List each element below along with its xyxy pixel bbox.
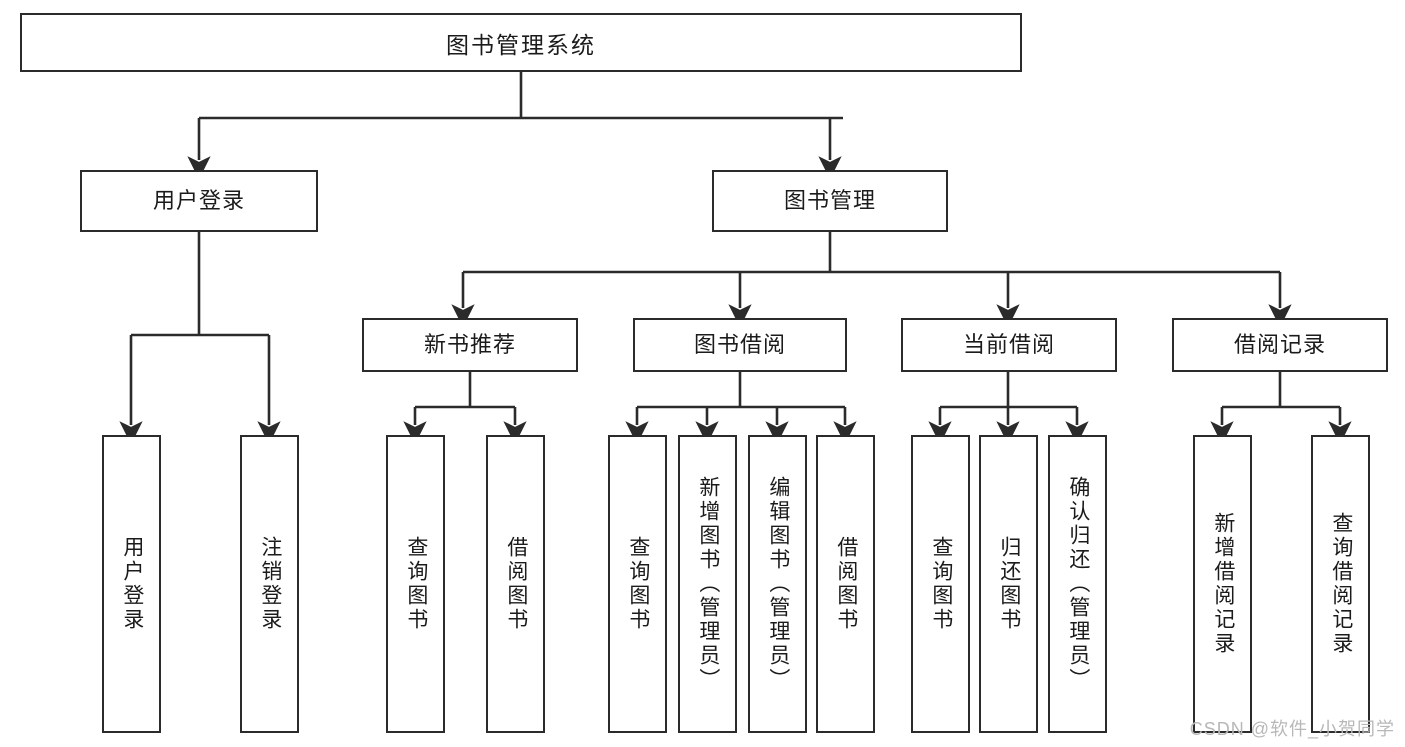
watermark-text: CSDN @软件_小贺同学 xyxy=(1189,719,1395,739)
node-label: 注销登录 xyxy=(258,536,282,632)
leaf-borrow-record-add-record[interactable]: 新增借阅记录 xyxy=(1193,435,1252,733)
node-label: 用户登录 xyxy=(120,536,144,632)
node-current-borrow[interactable]: 当前借阅 xyxy=(901,318,1117,372)
leaf-book-borrow-add-book-admin[interactable]: 新增图书（管理员） xyxy=(678,435,737,733)
node-label: 查询借阅记录 xyxy=(1329,512,1353,656)
leaf-book-borrow-edit-book-admin[interactable]: 编辑图书（管理员） xyxy=(748,435,807,733)
node-label: 查询图书 xyxy=(626,536,650,632)
leaf-borrow-record-query-record[interactable]: 查询借阅记录 xyxy=(1311,435,1370,733)
node-label: 新增图书（管理员） xyxy=(696,476,720,692)
node-label: 查询图书 xyxy=(404,536,428,632)
node-label: 当前借阅 xyxy=(962,331,1055,357)
leaf-new-book-borrow-book[interactable]: 借阅图书 xyxy=(486,435,545,733)
node-label: 新增借阅记录 xyxy=(1211,512,1235,656)
leaf-current-borrow-return-book[interactable]: 归还图书 xyxy=(979,435,1038,733)
node-label: 借阅图书 xyxy=(504,536,528,632)
node-book-borrow[interactable]: 图书借阅 xyxy=(633,318,847,372)
node-label: 图书管理 xyxy=(783,187,876,213)
node-label: 借阅图书 xyxy=(834,536,858,632)
node-user-login[interactable]: 用户登录 xyxy=(80,170,318,232)
node-label: 借阅记录 xyxy=(1233,331,1326,357)
leaf-current-borrow-query-book[interactable]: 查询图书 xyxy=(911,435,970,733)
leaf-current-borrow-confirm-return-admin[interactable]: 确认归还（管理员） xyxy=(1048,435,1107,733)
node-book-management[interactable]: 图书管理 xyxy=(712,170,948,232)
node-label: 新书推荐 xyxy=(423,331,516,357)
leaf-user-login-login[interactable]: 用户登录 xyxy=(102,435,161,733)
leaf-book-borrow-query-book[interactable]: 查询图书 xyxy=(608,435,667,733)
node-borrow-record[interactable]: 借阅记录 xyxy=(1172,318,1388,372)
node-label: 图书借阅 xyxy=(693,331,786,357)
node-root-system[interactable]: 图书管理系统 xyxy=(20,13,1022,72)
node-label: 用户登录 xyxy=(152,187,245,213)
leaf-new-book-query-book[interactable]: 查询图书 xyxy=(386,435,445,733)
leaf-user-login-logout[interactable]: 注销登录 xyxy=(240,435,299,733)
node-label: 图书管理系统 xyxy=(446,31,596,58)
node-label: 编辑图书（管理员） xyxy=(766,476,790,692)
node-new-book-recommend[interactable]: 新书推荐 xyxy=(362,318,578,372)
node-label: 查询图书 xyxy=(929,536,953,632)
node-label: 确认归还（管理员） xyxy=(1066,476,1090,692)
node-label: 归还图书 xyxy=(997,536,1021,632)
leaf-book-borrow-borrow-book[interactable]: 借阅图书 xyxy=(816,435,875,733)
